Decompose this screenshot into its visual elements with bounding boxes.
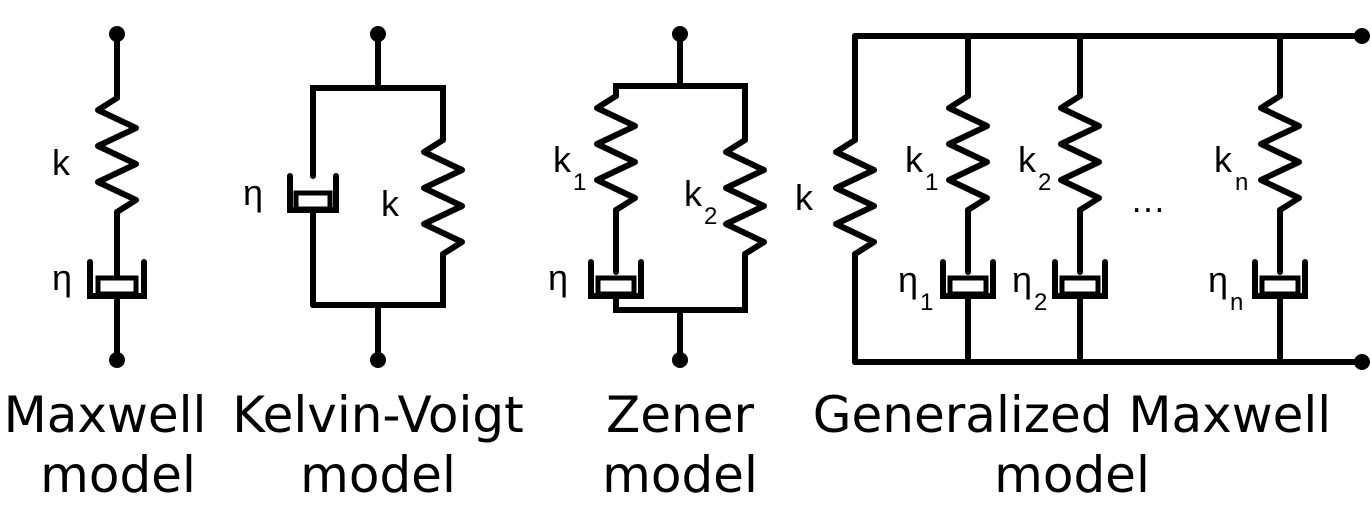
maxwell-caption-line2: model <box>40 446 196 504</box>
gm-k1-label: k <box>905 139 924 180</box>
gm-top-terminal <box>1354 28 1370 44</box>
gm-spring-1 <box>946 93 990 213</box>
gm-spring-k <box>833 137 877 257</box>
generalized-maxwell-model: k k 1 k 2 k n … η 1 η 2 η n <box>795 28 1370 370</box>
zener-k1-subscript: 1 <box>573 169 586 196</box>
gm-kn-label: k <box>1214 139 1233 180</box>
maxwell-bottom-terminal <box>109 352 125 368</box>
gm-k2-label: k <box>1018 139 1037 180</box>
kelvin-voigt-dashpot <box>287 173 339 213</box>
zener-k2-subscript: 2 <box>704 203 717 230</box>
gm-etan-subscript: n <box>1230 289 1243 316</box>
gm-eta1-subscript: 1 <box>920 289 933 316</box>
gm-spring-n <box>1258 93 1302 213</box>
gm-caption-line2: model <box>994 446 1150 504</box>
maxwell-k-label: k <box>52 142 71 183</box>
zener-k2-label: k <box>684 173 703 214</box>
zener-k1-label: k <box>553 139 572 180</box>
kelvin-voigt-caption-line1: Kelvin-Voigt <box>232 386 523 444</box>
maxwell-model: k η <box>52 26 147 368</box>
kelvin-voigt-eta-label: η <box>243 172 263 213</box>
gm-k-label: k <box>795 177 814 218</box>
zener-spring-2 <box>723 137 767 257</box>
kelvin-voigt-bottom-terminal <box>370 352 386 368</box>
gm-eta2-label: η <box>1012 259 1032 300</box>
zener-bottom-terminal <box>672 352 688 368</box>
gm-spring-2 <box>1058 93 1102 213</box>
zener-model: k 1 k 2 η <box>548 26 767 368</box>
zener-spring-1 <box>594 93 638 213</box>
gm-k2-subscript: 2 <box>1038 169 1051 196</box>
zener-caption-line2: model <box>602 446 758 504</box>
zener-caption-line1: Zener <box>606 386 754 444</box>
gm-eta2-subscript: 2 <box>1034 289 1047 316</box>
maxwell-spring <box>95 95 139 215</box>
kelvin-voigt-k-label: k <box>381 183 400 224</box>
gm-ellipsis: … <box>1130 179 1166 220</box>
maxwell-eta-label: η <box>52 257 72 298</box>
kelvin-voigt-caption-line2: model <box>300 446 456 504</box>
gm-kn-subscript: n <box>1235 169 1248 196</box>
maxwell-caption-line1: Maxwell <box>4 386 207 444</box>
gm-etan-label: η <box>1208 259 1228 300</box>
gm-k1-subscript: 1 <box>925 169 938 196</box>
kelvin-voigt-spring <box>421 137 465 257</box>
kelvin-voigt-model: η k <box>243 26 465 368</box>
gm-eta1-label: η <box>898 259 918 300</box>
gm-caption-line1: Generalized Maxwell <box>813 386 1331 444</box>
zener-eta-label: η <box>548 257 568 298</box>
gm-bottom-terminal <box>1354 354 1370 370</box>
